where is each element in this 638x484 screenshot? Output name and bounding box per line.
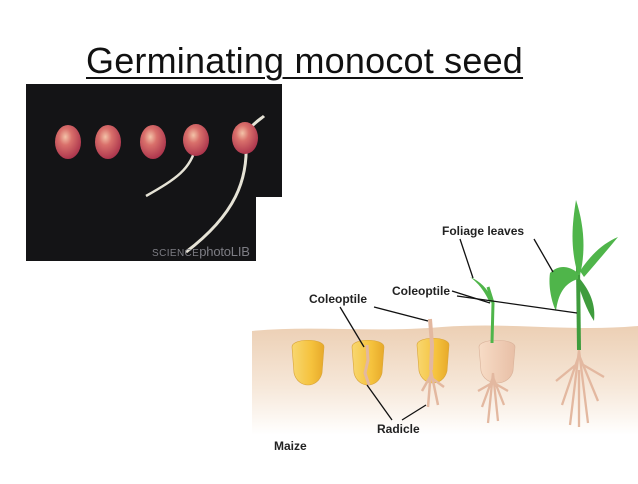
- leaf: [549, 267, 578, 311]
- seed: [55, 125, 81, 159]
- seed-root: [186, 142, 246, 252]
- label-coleoptile-right: Coleoptile: [392, 284, 450, 298]
- seed-photo: SCIENCEphotoLIB: [26, 84, 282, 261]
- leaf: [573, 200, 584, 275]
- photo-watermark: SCIENCEphotoLIB: [152, 244, 250, 259]
- kernel: [292, 340, 324, 385]
- coleoptile: [430, 319, 432, 370]
- seed: [140, 125, 166, 159]
- seed-photo-graphic: [26, 84, 282, 261]
- stem: [578, 265, 579, 350]
- kernel: [479, 340, 515, 383]
- seed: [183, 124, 209, 156]
- label-foliage-leaves: Foliage leaves: [442, 224, 524, 238]
- label-radicle: Radicle: [377, 422, 420, 436]
- germination-diagram: Foliage leaves Coleoptile Coleoptile Rad…: [252, 195, 638, 479]
- leaf: [580, 237, 618, 277]
- seed: [95, 125, 121, 159]
- label-coleoptile-left: Coleoptile: [309, 292, 367, 306]
- label-maize: Maize: [274, 439, 307, 453]
- seed-shoot: [252, 116, 264, 126]
- seed: [232, 122, 258, 154]
- slide-title: Germinating monocot seed: [86, 40, 523, 82]
